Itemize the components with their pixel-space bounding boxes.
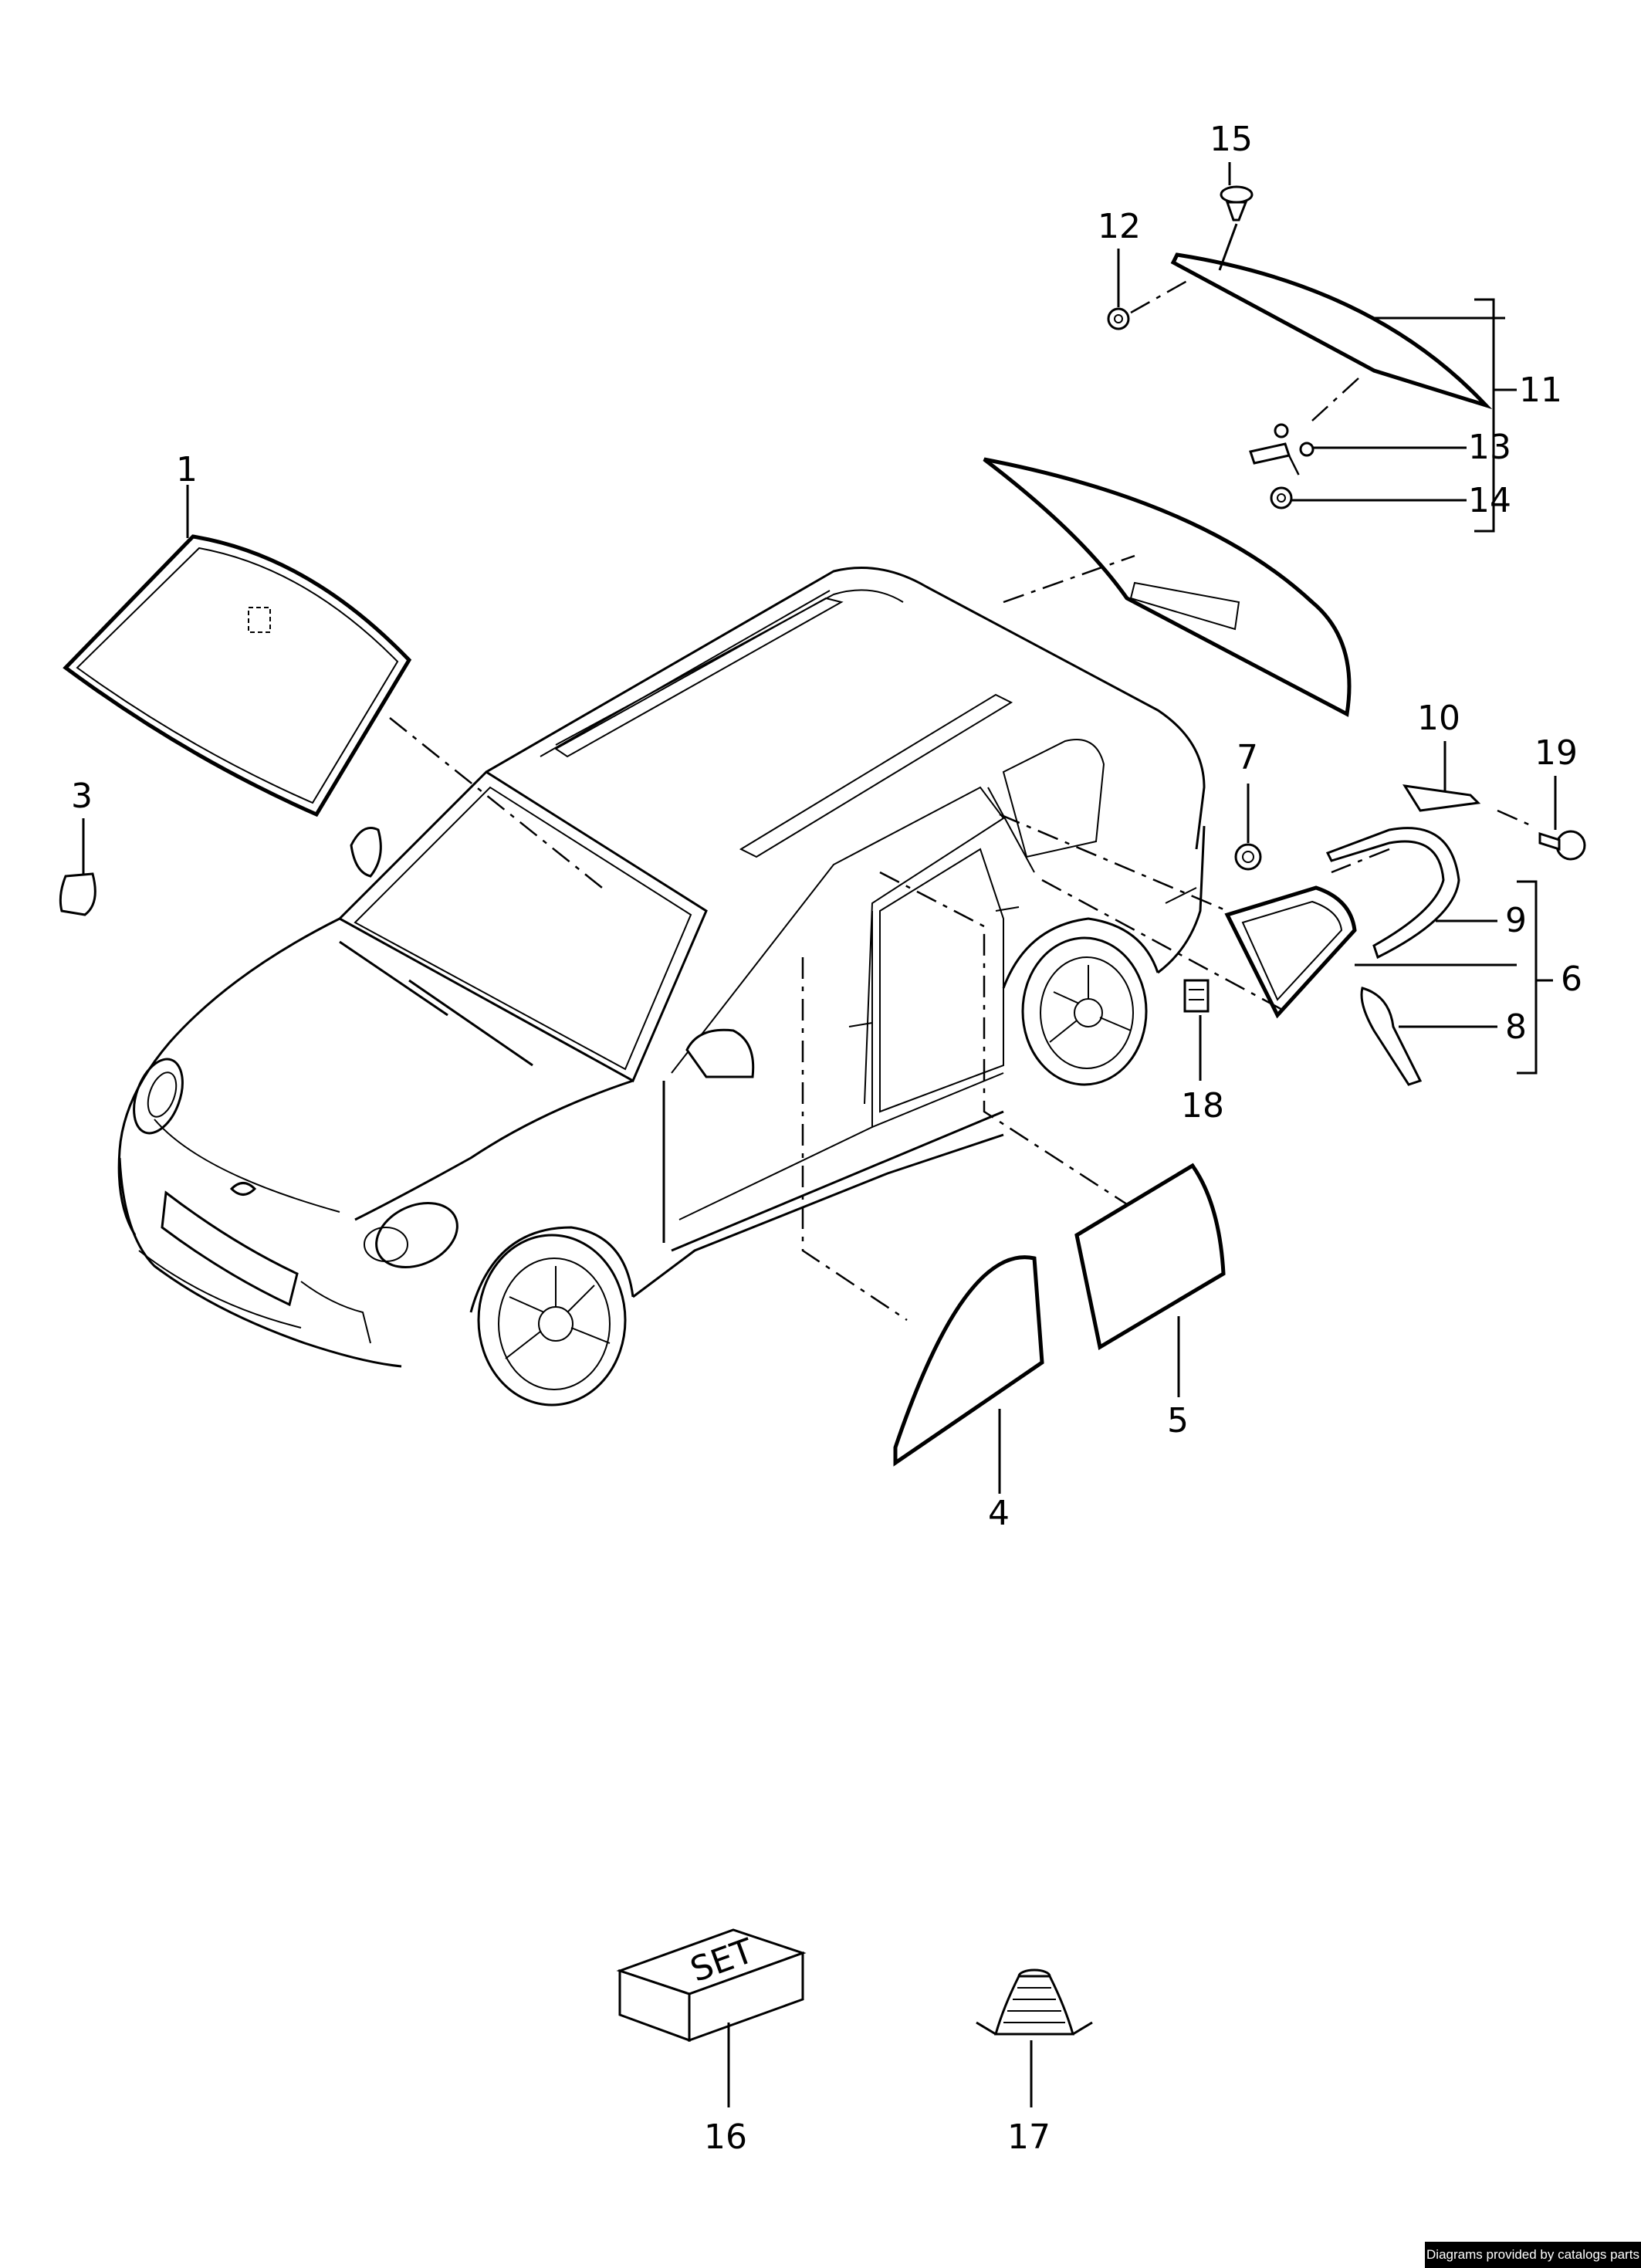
vehicle-illustration <box>117 567 1206 1406</box>
bellows-grommet <box>976 1968 1093 2036</box>
plug-part <box>1220 185 1254 222</box>
callout-11: 11 <box>1519 371 1562 410</box>
rear-spoiler <box>1170 252 1493 410</box>
bracket-part <box>1402 784 1481 812</box>
set-box: SET <box>616 1928 807 2043</box>
trim-strip <box>1360 987 1423 1086</box>
callout-19: 19 <box>1534 733 1578 773</box>
windshield-glass <box>63 534 412 817</box>
callout-13: 13 <box>1468 428 1511 467</box>
grommet-part <box>1234 843 1262 871</box>
quarter-window-glass <box>1224 885 1357 1019</box>
callout-3: 3 <box>71 777 93 816</box>
screw-part <box>1538 830 1586 861</box>
callout-8: 8 <box>1505 1007 1527 1047</box>
rear-door-glass <box>1074 1163 1226 1350</box>
callout-16: 16 <box>704 2117 747 2157</box>
clip-part <box>59 872 96 916</box>
callout-9: 9 <box>1505 901 1527 940</box>
callout-4: 4 <box>988 1494 1010 1533</box>
callout-18: 18 <box>1181 1086 1224 1126</box>
hinge-part <box>1249 423 1314 465</box>
callout-labels: 1 3 4 5 6 7 8 9 10 11 12 13 14 15 16 17 … <box>71 120 1582 2157</box>
callout-17: 17 <box>1007 2117 1051 2157</box>
callout-6: 6 <box>1561 960 1582 999</box>
rear-window-glass <box>983 457 1352 717</box>
nut-part <box>1107 307 1130 330</box>
callout-5: 5 <box>1167 1401 1189 1440</box>
window-seal <box>1325 827 1460 960</box>
callout-1: 1 <box>176 450 198 489</box>
assembly-lines <box>389 276 1533 1322</box>
credit-banner: Diagrams provided by catalogs parts <box>1425 2242 1641 2268</box>
callout-14: 14 <box>1468 481 1511 520</box>
callout-15: 15 <box>1210 120 1253 159</box>
nut-part-2 <box>1270 486 1293 509</box>
callout-10: 10 <box>1417 699 1460 738</box>
front-door-glass <box>893 1255 1044 1467</box>
callout-12: 12 <box>1098 207 1141 246</box>
callout-7: 7 <box>1237 738 1258 777</box>
retainer-clip <box>1183 979 1210 1013</box>
leader-lines <box>82 162 1557 2107</box>
